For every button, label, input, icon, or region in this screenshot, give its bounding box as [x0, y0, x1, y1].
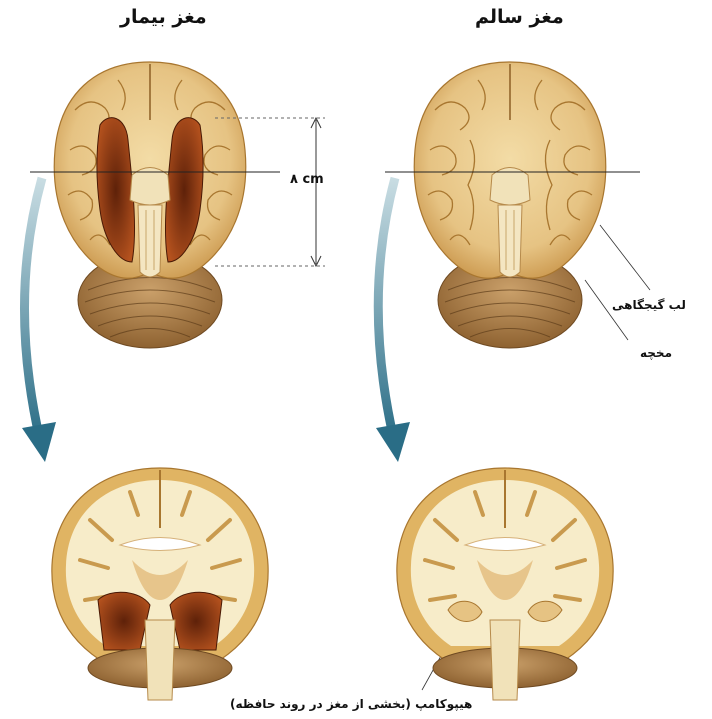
cerebellum-label: مخچه: [640, 346, 672, 360]
arrow-diseased: [22, 178, 56, 462]
measurement-label: ۸ cm: [290, 172, 324, 187]
diseased-coronal-section: [52, 468, 268, 700]
arrow-healthy: [376, 178, 410, 462]
healthy-coronal-section: [397, 468, 613, 700]
temporal-lobe-label: لب گیجگاهی: [612, 298, 686, 312]
hippocampus-label: هیپوکامپ (بخشی از مغز در روند حافظه): [230, 697, 472, 711]
diseased-brain-underside: [54, 62, 246, 348]
healthy-brain-underside: [414, 62, 606, 348]
